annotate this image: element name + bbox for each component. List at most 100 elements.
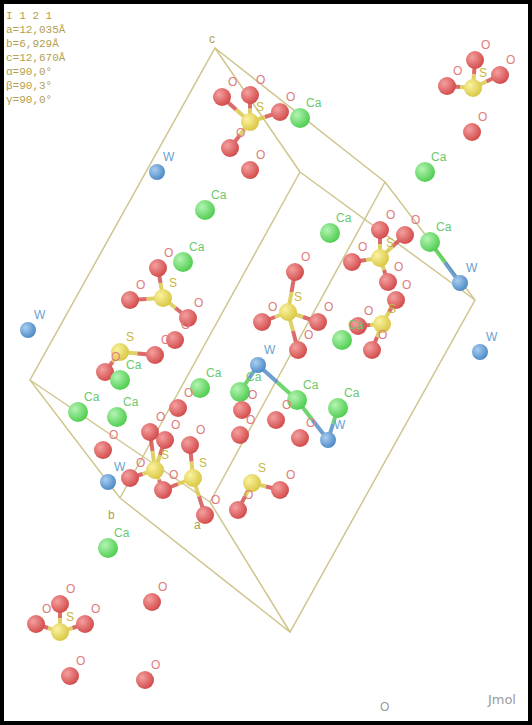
oxygen-atom (289, 341, 307, 359)
atom-label: O (386, 208, 395, 222)
atom-label: O (156, 410, 165, 424)
axis-label: a (194, 518, 201, 532)
tungsten-atom (472, 344, 488, 360)
atom-label: S (388, 302, 396, 316)
calcium-atom (173, 252, 193, 272)
atom-label: O (76, 654, 85, 668)
atom-label: Ca (303, 378, 318, 392)
oxygen-atom (291, 429, 309, 447)
tungsten-atom (452, 275, 468, 291)
atom-label: S (169, 276, 177, 290)
oxygen-atom (27, 615, 45, 633)
atom-label: S (66, 610, 74, 624)
cell-parameter: b=6,929Å (6, 38, 59, 50)
atom-label: Ca (123, 395, 138, 409)
oxygen-atom (231, 426, 249, 444)
cell-parameter: c=12,670Å (6, 52, 65, 64)
atom-label: Ca (84, 390, 99, 404)
atom-label: S (386, 236, 394, 250)
atom-label: O (481, 38, 490, 52)
oxygen-atom (146, 346, 164, 364)
atom-label: S (199, 456, 207, 470)
atom-label: O (256, 148, 265, 162)
atom-label: W (264, 343, 275, 357)
atom-label: S (294, 290, 302, 304)
oxygen-atom (76, 615, 94, 633)
sulfur-atom (371, 249, 389, 267)
oxygen-atom (149, 259, 167, 277)
oxygen-atom (463, 123, 481, 141)
atom-label: O (171, 418, 180, 432)
oxygen-atom (169, 399, 187, 417)
atom-label: O (136, 278, 145, 292)
cell-parameter: γ=90,0° (6, 94, 52, 106)
oxygen-atom (136, 671, 154, 689)
calcium-atom (420, 232, 440, 252)
oxygen-atom (267, 411, 285, 429)
oxygen-atom (154, 481, 172, 499)
sulfur-atom (154, 289, 172, 307)
oxygen-atom (363, 341, 381, 359)
calcium-atom (107, 407, 127, 427)
atom-label: O (228, 75, 237, 89)
cell-parameter: β=90,3° (6, 80, 52, 92)
atom-label: Ca (126, 358, 141, 372)
atom-label: W (114, 460, 125, 474)
atom-label: Ca (348, 318, 363, 332)
calcium-atom (320, 223, 340, 243)
calcium-atom (98, 538, 118, 558)
atom-label: S (161, 448, 169, 462)
oxygen-atom (286, 263, 304, 281)
atom-label: O (301, 250, 310, 264)
atom-label: O (164, 246, 173, 260)
atom-label: O (402, 278, 411, 292)
atom-label: O (304, 328, 313, 342)
atom-label: O (66, 582, 75, 596)
atom-label: O (211, 493, 220, 507)
atom-label: Ca (306, 96, 321, 110)
tungsten-atom (100, 474, 116, 490)
atom-label: O (158, 580, 167, 594)
oxygen-atom (491, 66, 509, 84)
atom-label: W (334, 418, 345, 432)
calcium-atom (290, 108, 310, 128)
sulfur-atom (51, 623, 69, 641)
atom-label: O (109, 428, 118, 442)
oxygen-atom (94, 441, 112, 459)
atom-label: Ca (246, 370, 261, 384)
atom-label: S (258, 461, 266, 475)
atom-label: W (486, 330, 497, 344)
oxygen-atom (253, 313, 271, 331)
sulfur-atom (279, 303, 297, 321)
atom-label: O (244, 488, 253, 502)
oxygen-atom (141, 423, 159, 441)
atom-label: W (466, 261, 477, 275)
atom-label: O (169, 468, 178, 482)
axis-label: c (209, 32, 215, 46)
oxygen-atom (396, 226, 414, 244)
atom-label: Ca (211, 188, 226, 202)
atom-label: O (378, 328, 387, 342)
oxygen-atom (271, 481, 289, 499)
atom-label: O (506, 53, 515, 67)
atom-label: O (268, 300, 277, 314)
cell-parameter: α=90,0° (6, 66, 52, 78)
atom-label: O (324, 300, 333, 314)
atom-label: O (194, 296, 203, 310)
tungsten-atom (320, 432, 336, 448)
atom-label: O (286, 468, 295, 482)
calcium-atom (328, 398, 348, 418)
oxygen-atom (221, 139, 239, 157)
oxygen-atom (61, 667, 79, 685)
atom-label: W (34, 308, 45, 322)
atom-label: O (136, 456, 145, 470)
atom-label: O (196, 423, 205, 437)
oxygen-atom (438, 77, 456, 95)
atom-label: O (111, 350, 120, 364)
sulfur-atom (464, 79, 482, 97)
atom-label: O (42, 602, 51, 616)
cell-parameter: I 1 2 1 (6, 10, 52, 22)
